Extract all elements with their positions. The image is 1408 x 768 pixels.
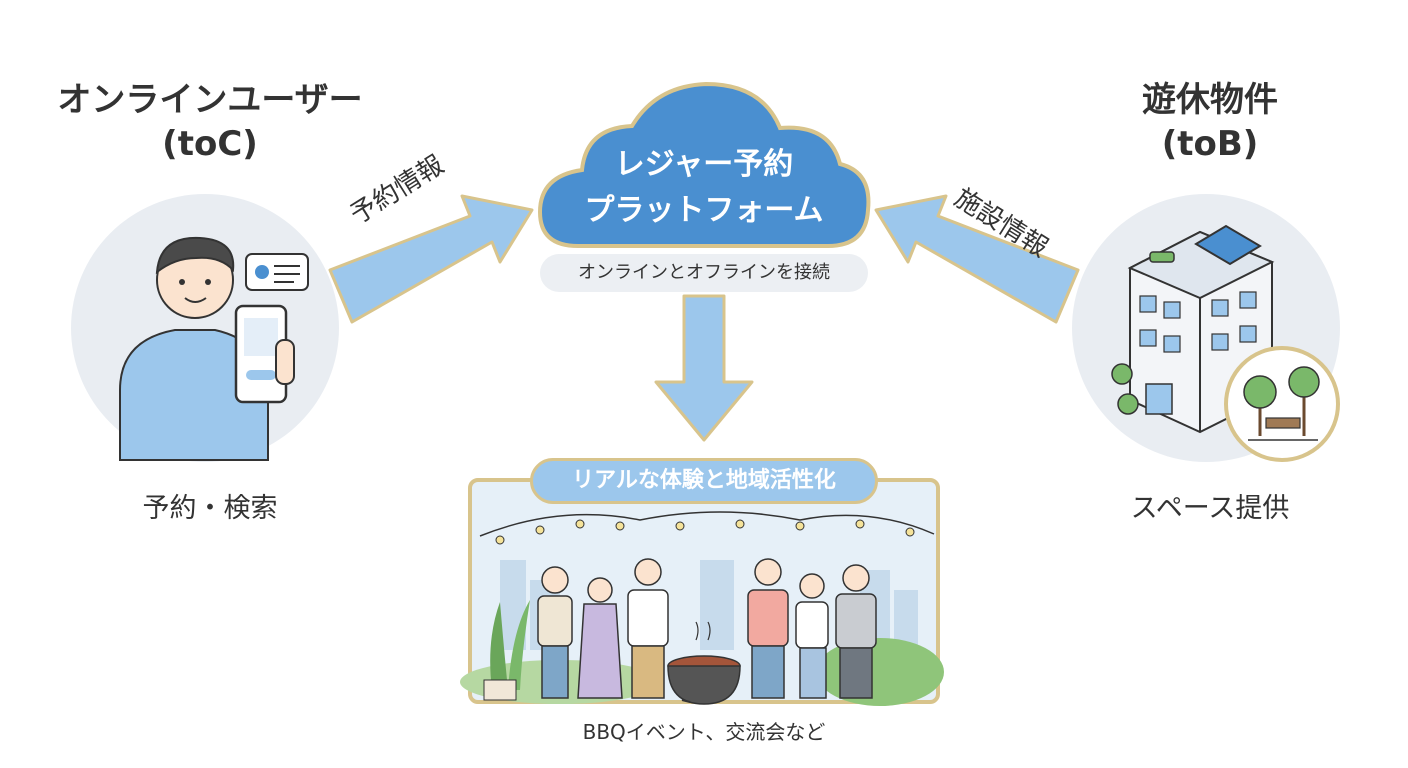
left-node-title: オンラインユーザー (toC) [20,78,400,166]
person-smartphone-icon [119,236,309,461]
right-arrow [874,194,1080,324]
cloud-icon [537,81,871,248]
bottom-caption: BBQイベント、交流会など [582,720,826,744]
platform-title-line1: レジャー予約 [614,147,794,182]
platform-title-line2: プラットフォーム [584,193,824,228]
park-icon [1224,346,1340,462]
right-title-line2: (toB) [1161,124,1259,164]
right-node-title: 遊休物件 (toB) [1060,78,1360,166]
left-title-line2: (toC) [162,124,258,164]
down-arrow [654,294,754,442]
platform-title: レジャー予約 プラットフォーム [548,142,860,234]
bbq-party-illustration [460,478,944,706]
right-title-line1: 遊休物件 [1142,80,1278,120]
left-node-caption: 予約・検索 [142,493,278,524]
platform-subtitle: オンラインとオフラインを接続 [540,254,868,292]
building-icon [1111,224,1275,434]
right-node-caption: スペース提供 [1130,493,1290,524]
left-title-line1: オンラインユーザー [57,80,363,120]
left-arrow [328,194,534,324]
real-experience-title: リアルな体験と地域活性化 [530,458,878,504]
